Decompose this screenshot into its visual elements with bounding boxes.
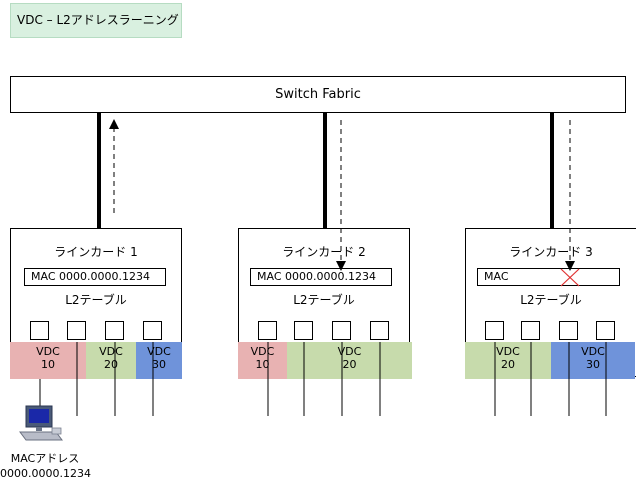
line-card-3-port-4 [596, 321, 615, 340]
vdc-label: VDC 20 [496, 345, 520, 371]
vdc-label: VDC 20 [337, 345, 362, 371]
line-card-3-port-1 [485, 321, 504, 340]
line-card-3-mac-entry: MAC [477, 268, 620, 286]
line-card-2-title: ラインカード 2 [282, 245, 366, 259]
line-card-3-title: ラインカード 3 [509, 245, 593, 259]
line-card-1-vdc-30: VDC 30 [136, 342, 182, 379]
line-card-1-vdc-10: VDC 10 [10, 342, 86, 379]
line-card-1-port-1 [30, 321, 49, 340]
line-card-2-port-1 [258, 321, 277, 340]
vdc-label: VDC 30 [581, 345, 605, 371]
line-card-3-port-3 [559, 321, 578, 340]
line-card-1-port-2 [67, 321, 86, 340]
computer-icon [19, 405, 63, 441]
host-mac-label: MACアドレス [10, 452, 80, 465]
line-card-2-port-4 [370, 321, 389, 340]
line-card-2-table-label: L2テーブル [293, 293, 355, 307]
vdc-label: VDC 10 [36, 345, 60, 371]
cross-mark-icon [560, 268, 580, 287]
line-card-1-title: ラインカード 1 [54, 245, 138, 259]
line-card-1-mac-entry: MAC 0000.0000.1234 [24, 268, 166, 286]
line-card-2-port-3 [332, 321, 351, 340]
line-card-1-port-3 [105, 321, 124, 340]
switch-fabric: Switch Fabric [10, 76, 626, 113]
line-card-2-vdc-20: VDC 20 [287, 342, 412, 379]
line-card-2-port-2 [294, 321, 313, 340]
line-card-3-vdc-20: VDC 20 [465, 342, 551, 379]
line-card-1-vdc-20: VDC 20 [86, 342, 136, 379]
line-card-3-table-label: L2テーブル [520, 293, 582, 307]
host-mac-address: 0000.0000.1234 [0, 467, 91, 480]
line-card-1-port-4 [143, 321, 162, 340]
line-card-1-table-label: L2テーブル [65, 293, 127, 307]
line-card-2-mac-entry: MAC 0000.0000.1234 [250, 268, 392, 286]
line-card-3-vdc-30: VDC 30 [551, 342, 635, 379]
line-card-3-port-2 [521, 321, 540, 340]
diagram-title: VDC – L2アドレスラーニング [10, 3, 182, 38]
